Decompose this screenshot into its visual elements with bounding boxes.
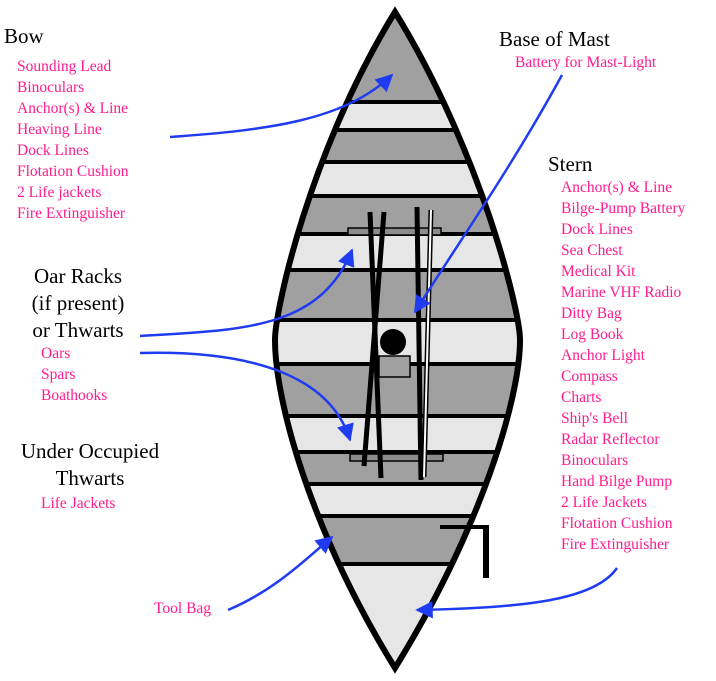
oar-racks-heading: Oar Racks (if present) or Thwarts: [18, 263, 138, 344]
oar-racks-item: Spars: [41, 366, 76, 383]
stern-item: Flotation Cushion: [561, 515, 673, 532]
oar: [414, 206, 424, 481]
stern-item: Dock Lines: [561, 221, 633, 238]
bow-arrow: [169, 73, 394, 139]
stern-item: 2 Life Jackets: [561, 494, 648, 511]
under-thwarts-heading-line: Under Occupied: [20, 439, 160, 463]
under-thwarts-heading-line: Thwarts: [55, 466, 125, 490]
under-thwarts-item-list: Life Jackets: [41, 493, 115, 514]
oar-rack-forward-arrow: [139, 248, 355, 338]
stern-item: Charts: [561, 389, 602, 406]
under-thwarts-item: Life Jackets: [41, 495, 116, 512]
bow-item: Flotation Cushion: [17, 163, 129, 180]
band: [275, 102, 520, 130]
band: [275, 416, 520, 452]
oar-racks-item: Oars: [41, 345, 71, 362]
stern-item: Log Book: [561, 326, 624, 343]
bow-item: Anchor(s) & Line: [17, 100, 129, 117]
oar-racks-heading-line: (if present): [31, 291, 125, 315]
stern-item: Ditty Bag: [561, 305, 622, 322]
stern-item: Fire Extinguisher: [561, 536, 670, 553]
bow-item: 2 Life jackets: [17, 184, 102, 201]
band: [275, 234, 520, 270]
oars: [361, 206, 434, 481]
base-of-mast-heading: Base of Mast: [499, 27, 610, 51]
stern-item: Radar Reflector: [561, 431, 660, 448]
stern-item: Compass: [561, 368, 618, 385]
base-of-mast-item: Battery for Mast-Light: [515, 54, 657, 71]
bow-item: Heaving Line: [17, 121, 102, 138]
band: [275, 516, 520, 564]
mast-light-battery: [378, 355, 411, 378]
band: [275, 162, 520, 196]
stern-item: Medical Kit: [561, 263, 636, 280]
oar-racks-heading-line: Oar Racks: [33, 264, 123, 288]
stern-item: Sea Chest: [561, 242, 623, 259]
stern-item: Anchor(s) & Line: [561, 179, 673, 196]
oar-highlight: [423, 209, 432, 478]
bow-heading: Bow: [4, 24, 44, 48]
oar: [361, 211, 387, 467]
bow-item: Sounding Lead: [17, 58, 112, 75]
bow-item: Dock Lines: [17, 142, 89, 159]
stern-item: Ship's Bell: [561, 410, 628, 427]
mast-base: [380, 329, 406, 355]
stern-item: Binoculars: [561, 452, 629, 469]
tool-bag-label: Tool Bag: [154, 600, 212, 617]
stern-arrow: [415, 567, 619, 619]
hull-outline: [271, 6, 524, 674]
band: [275, 270, 520, 320]
base-of-mast-arrow: [413, 74, 564, 314]
base-of-mast-item-list: Battery for Mast-Light: [515, 52, 656, 73]
bow-item: Binoculars: [17, 79, 85, 96]
oar-racks-item: Boathooks: [41, 387, 108, 404]
callout-arrows: [139, 73, 619, 619]
stern-item: Anchor Light: [561, 347, 645, 364]
stern-item: Bilge-Pump Battery: [561, 200, 686, 217]
stern-heading: Stern: [548, 152, 593, 176]
oar-rack-aft: [349, 453, 444, 462]
oar-racks-heading-line: or Thwarts: [32, 318, 124, 342]
bow-item: Fire Extinguisher: [17, 205, 126, 222]
stern-item: Hand Bilge Pump: [561, 473, 673, 490]
oar-rack-forward: [347, 227, 442, 236]
oar-rack-aft-arrow: [139, 351, 354, 442]
band: [275, 130, 520, 162]
under-thwarts-heading: Under Occupied Thwarts: [6, 438, 174, 492]
stern-item: Marine VHF Radio: [561, 284, 682, 301]
tool-bag-arrow: [227, 535, 334, 612]
band: [275, 484, 520, 516]
